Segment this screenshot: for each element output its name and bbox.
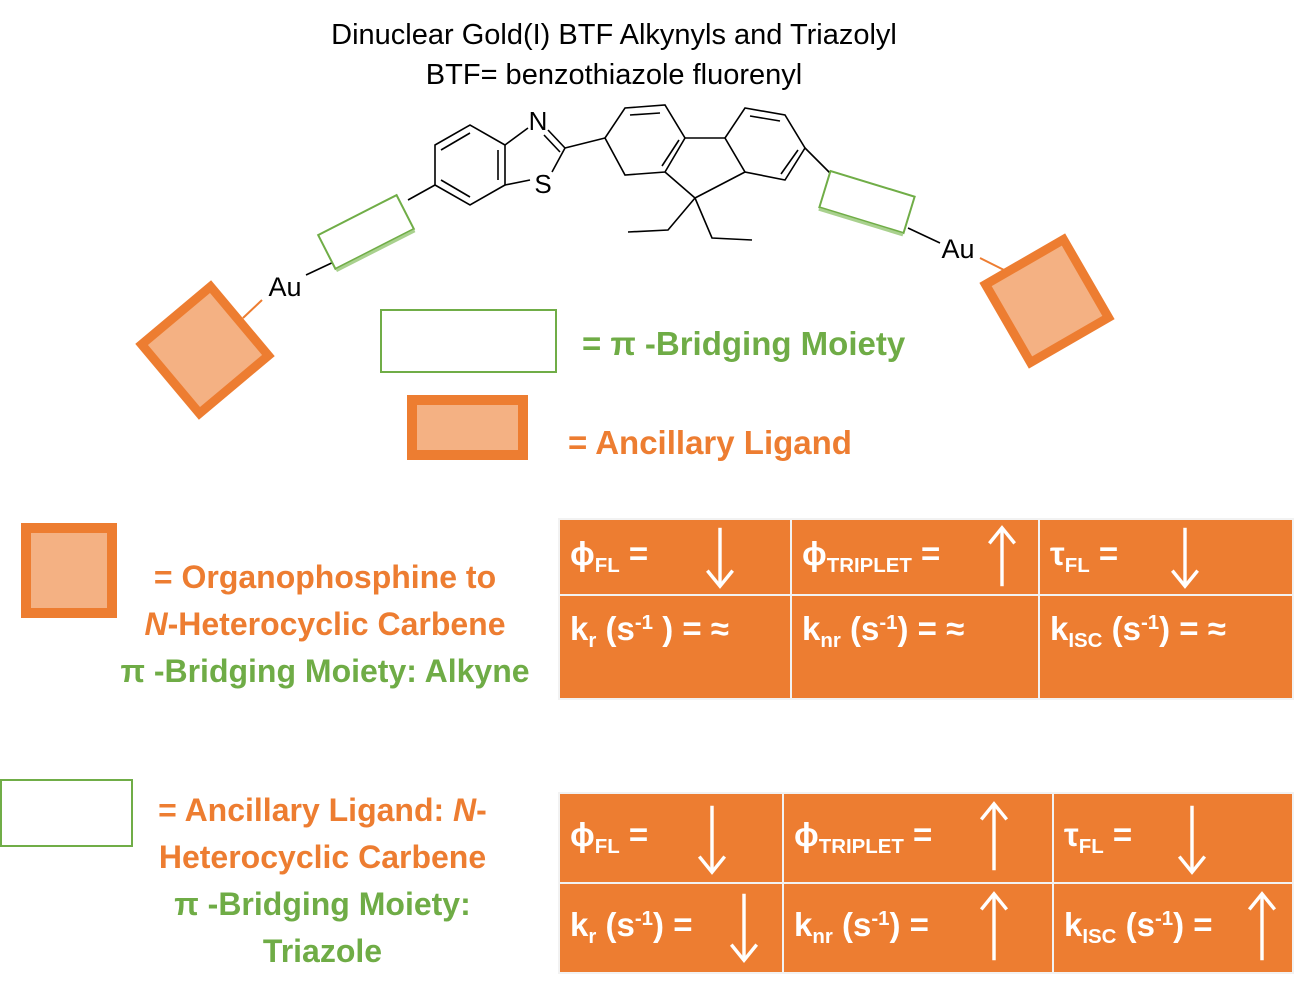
case1-kisc-cell: kISC (s-1) = ≈: [1038, 594, 1294, 700]
case2-bridge-swatch: [0, 779, 133, 847]
case2-property-table: ϕFL = ϕTRIPLET = τFL = kr (s-1) = knr (s…: [558, 792, 1294, 974]
case1-phi-triplet-cell: ϕTRIPLET =: [790, 518, 1040, 596]
atom-s: S: [534, 169, 551, 199]
case1-kr-cell: kr (s-1 ) = ≈: [558, 594, 792, 700]
legend-bridge-swatch: [380, 309, 557, 373]
case2-phi-fl-cell: ϕFL =: [558, 792, 784, 884]
case1-tau-fl-cell: τFL =: [1038, 518, 1294, 596]
case1-knr-cell: knr (s-1) = ≈: [790, 594, 1040, 700]
legend-ligand-label: = Ancillary Ligand: [568, 424, 852, 461]
fluorene-left-ring: [604, 104, 686, 176]
case2-line2: Heterocyclic Carbene: [158, 839, 487, 875]
down-arrow-icon: [729, 893, 759, 963]
up-arrow-icon: [1247, 891, 1277, 961]
case2-kr-cell: kr (s-1) =: [558, 882, 784, 974]
case2-description: = Ancillary Ligand: N- Heterocyclic Carb…: [130, 787, 515, 975]
bridge-rect-right: [818, 169, 916, 237]
case2-line1: = Ancillary Ligand: N-: [158, 792, 487, 828]
diagram-title: Dinuclear Gold(I) BTF Alkynyls and Triaz…: [331, 19, 897, 51]
up-arrow-icon: [979, 801, 1009, 871]
down-arrow-icon: [1177, 805, 1207, 875]
molecule-structure: N S Au Au: [135, 104, 1115, 420]
case2-phi-triplet-cell: ϕTRIPLET =: [782, 792, 1054, 884]
bridge-rect-left: [316, 193, 416, 273]
case1-description: = Organophosphine to N-Heterocyclic Carb…: [90, 554, 560, 695]
down-arrow-icon: [706, 527, 734, 589]
down-arrow-icon: [697, 805, 727, 875]
benzene-ring: [434, 124, 506, 206]
legend-bridge-label: = π -Bridging Moiety: [582, 325, 906, 362]
case2-line3: π -Bridging Moiety:: [174, 886, 471, 922]
ligand-square-left: [135, 280, 275, 420]
down-arrow-icon: [1171, 527, 1199, 589]
case1-ligand-swatch: [21, 523, 117, 618]
up-arrow-icon: [988, 525, 1016, 587]
case2-kisc-cell: kISC (s-1) =: [1052, 882, 1294, 974]
case1-property-table: ϕFL = ϕTRIPLET = τFL = kr (s-1 ) = ≈ knr…: [558, 518, 1294, 700]
atom-au-right: Au: [941, 234, 974, 264]
case1-line1: = Organophosphine to: [153, 559, 497, 595]
case1-line2: N-Heterocyclic Carbene: [144, 606, 506, 642]
case1-phi-fl-cell: ϕFL =: [558, 518, 792, 596]
legend-ligand-swatch: [407, 395, 528, 460]
case2-line4: Triazole: [262, 933, 383, 969]
case2-knr-cell: knr (s-1) =: [782, 882, 1054, 974]
atom-n: N: [529, 106, 548, 136]
atom-au-left: Au: [268, 272, 301, 302]
case2-tau-fl-cell: τFL =: [1052, 792, 1294, 884]
diagram-subtitle: BTF= benzothiazole fluorenyl: [425, 59, 803, 91]
ligand-square-right: [979, 233, 1115, 369]
up-arrow-icon: [979, 891, 1009, 961]
case1-line3: π -Bridging Moiety: Alkyne: [120, 653, 530, 689]
